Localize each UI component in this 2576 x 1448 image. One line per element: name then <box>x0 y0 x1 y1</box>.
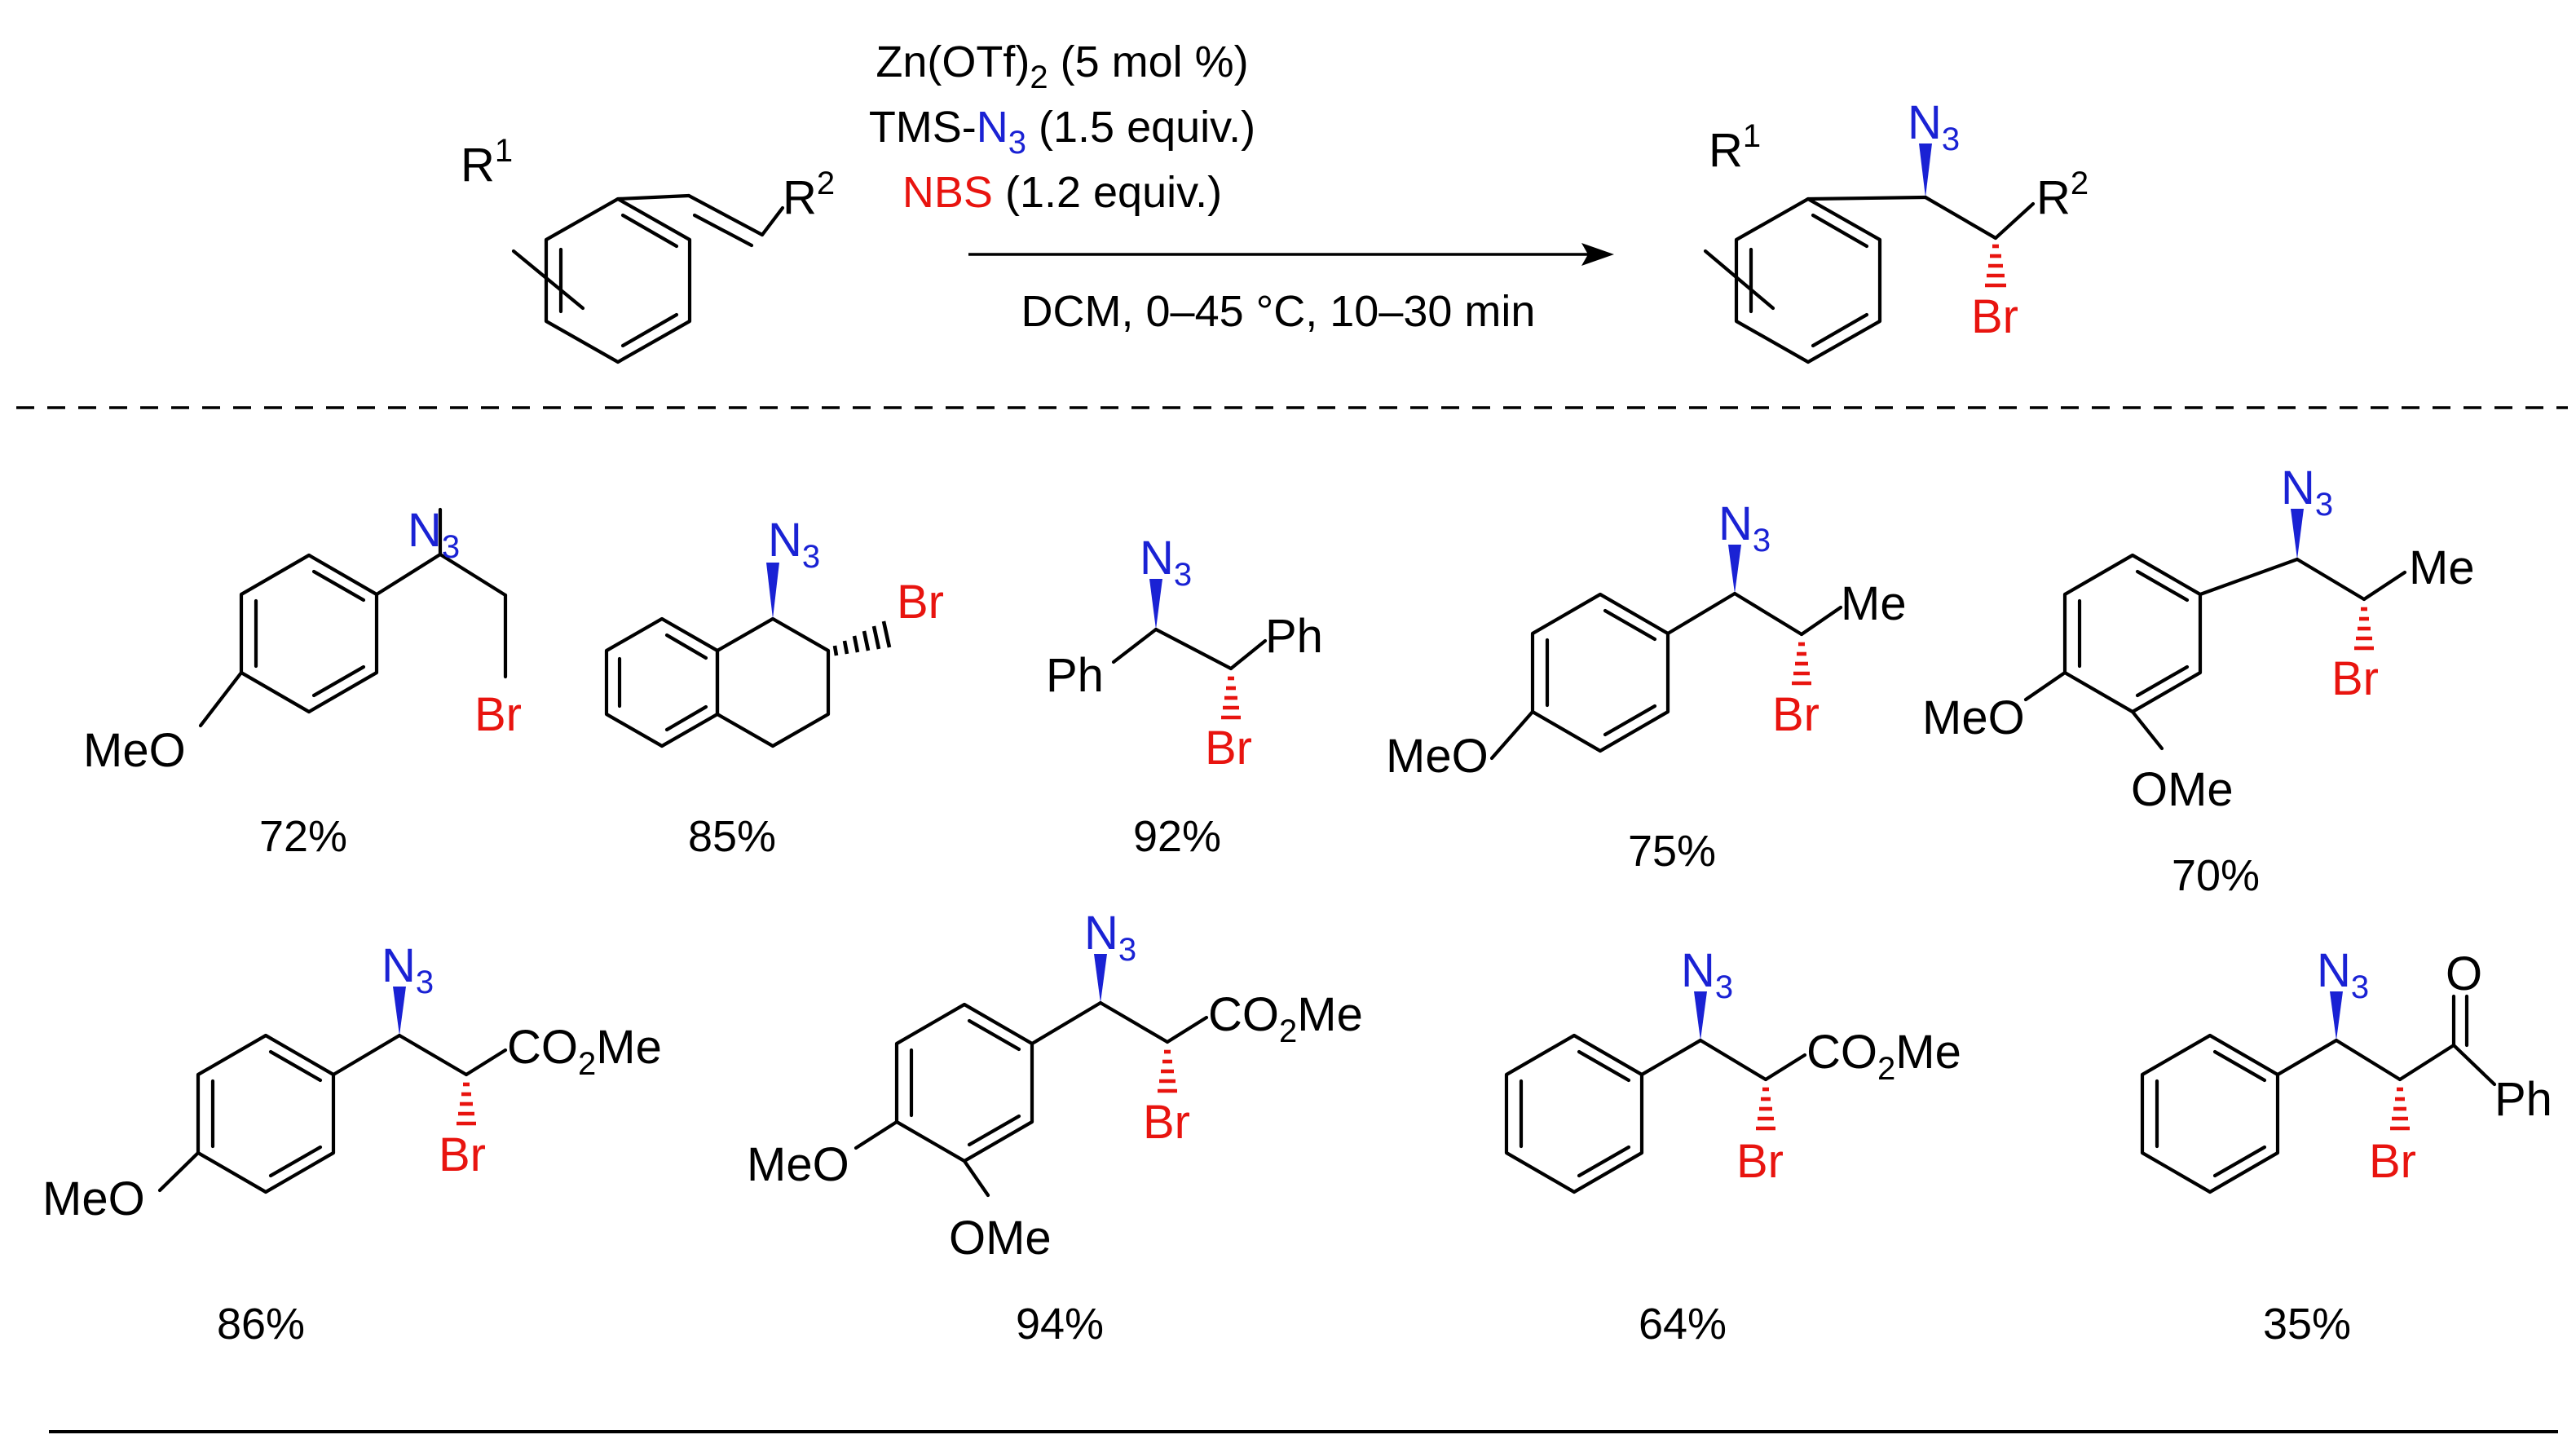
reaction-arrow-head <box>1581 243 1614 266</box>
azide-label: N3 <box>408 504 460 565</box>
azide-label: N3 <box>1140 532 1192 593</box>
starting-material: R1 R2 <box>461 133 835 364</box>
azide-label: N3 <box>1681 944 1733 1005</box>
azide-label: N3 <box>2317 944 2369 1005</box>
carbonyl-o-label: O <box>2446 947 2482 1000</box>
br-label: Br <box>1772 688 1820 741</box>
compound-75: N3 Me Br MeO 75% <box>1386 497 1907 876</box>
compound-85: N3 Br 85% <box>604 514 944 861</box>
yield-label: 70% <box>2172 851 2260 900</box>
azide-label: N3 <box>1084 907 1136 968</box>
ph-label: Ph <box>2494 1073 2552 1126</box>
br-label: Br <box>1736 1135 1784 1188</box>
br-label: Br <box>2369 1135 2416 1188</box>
meo-label: MeO <box>83 724 186 777</box>
product-general: R1 N3 R2 Br <box>1703 96 2089 364</box>
nbs-text: NBS (1.2 equiv.) <box>902 168 1222 217</box>
r1-label: R1 <box>461 133 513 192</box>
ome-label: OMe <box>949 1212 1052 1265</box>
meo-label: MeO <box>747 1138 849 1191</box>
azide-label: N3 <box>768 514 820 575</box>
ph-label-left: Ph <box>1046 649 1104 702</box>
r2-label: R2 <box>783 166 835 224</box>
compound-70: N3 Me Br MeO OMe 70% <box>1922 461 2475 900</box>
ome-label: OMe <box>2131 763 2234 816</box>
compound-64: N3 CO2Me Br 64% <box>1504 944 1961 1349</box>
br-label: Br <box>439 1128 486 1181</box>
yield-label: 35% <box>2263 1300 2351 1349</box>
me-label: Me <box>2409 541 2475 594</box>
azide-label: N3 <box>1718 497 1771 558</box>
meo-label: MeO <box>42 1172 145 1225</box>
compound-86: N3 CO2Me Br MeO 86% <box>42 939 662 1349</box>
r2-label-product: R2 <box>2036 166 2089 224</box>
br-label-product: Br <box>1971 290 2018 343</box>
yield-label: 75% <box>1628 827 1716 876</box>
compound-94: N3 CO2Me Br MeO OMe 94% <box>747 907 1363 1349</box>
br-label: Br <box>1205 722 1252 775</box>
yield-label: 86% <box>217 1300 305 1349</box>
yield-label: 94% <box>1016 1300 1104 1349</box>
azide-label: N3 <box>2281 461 2333 523</box>
ester-label: CO2Me <box>507 1021 662 1082</box>
catalyst-text: Zn(OTf)2 (5 mol %) <box>876 38 1248 95</box>
br-label: Br <box>897 576 944 629</box>
ester-label: CO2Me <box>1208 988 1363 1049</box>
yield-label: 92% <box>1133 812 1221 861</box>
br-label: Br <box>474 688 522 741</box>
yield-label: 85% <box>688 812 776 861</box>
reaction-conditions: Zn(OTf)2 (5 mol %) TMS-N3 (1.5 equiv.) N… <box>869 38 1614 336</box>
br-label: Br <box>1143 1096 1190 1149</box>
meo-label: MeO <box>1922 691 2025 744</box>
azide-text: TMS-N3 (1.5 equiv.) <box>869 103 1255 161</box>
yield-label: 64% <box>1639 1300 1727 1349</box>
ph-label-right: Ph <box>1265 610 1323 663</box>
azide-label: N3 <box>382 939 434 1000</box>
compound-35: N3 O Ph Br 35% <box>2140 944 2552 1349</box>
br-label: Br <box>2331 652 2379 705</box>
ester-label: CO2Me <box>1806 1026 1961 1087</box>
r1-label-product: R1 <box>1709 118 1761 177</box>
compound-92: N3 Ph Ph Br 92% <box>1046 532 1323 861</box>
meo-label: MeO <box>1386 730 1489 783</box>
azide-label-product: N3 <box>1908 96 1960 157</box>
solvent-temp-time-text: DCM, 0–45 °C, 10–30 min <box>1021 287 1536 336</box>
yield-label: 72% <box>259 812 347 861</box>
me-label: Me <box>1841 577 1907 630</box>
compound-72: N3 Br MeO 72% <box>83 504 522 861</box>
